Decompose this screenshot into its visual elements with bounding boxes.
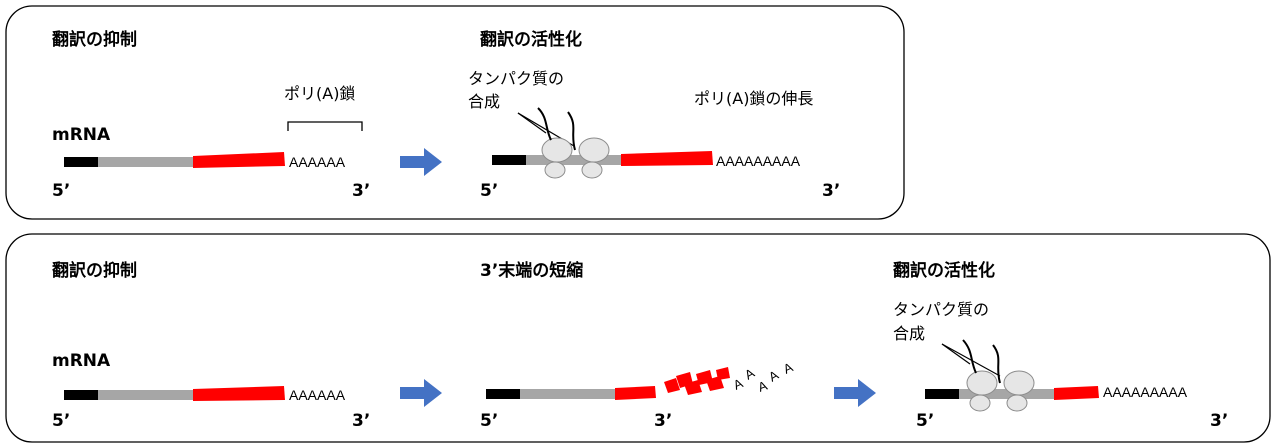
polya-tail: AAAAAA bbox=[289, 154, 346, 170]
mrna-utr bbox=[98, 390, 194, 400]
loose-adenine: A bbox=[781, 359, 795, 376]
degraded-fragment bbox=[684, 380, 702, 395]
three-prime-label: 3’ bbox=[1210, 411, 1228, 431]
degraded-fragment bbox=[664, 378, 680, 393]
bottom-left-title: 翻訳の抑制 bbox=[52, 260, 137, 281]
mrna-orf bbox=[193, 386, 285, 401]
top-panel bbox=[5, 5, 905, 220]
polya-tail-long: AAAAAAAAA bbox=[1103, 384, 1188, 400]
mrna-utr bbox=[98, 157, 194, 167]
mrna-orf bbox=[1054, 386, 1099, 400]
ribosome-small-subunit bbox=[1006, 394, 1028, 412]
protein-synthesis-label-2: 合成 bbox=[468, 92, 500, 111]
bottom-middle-title: 3’末端の短縮 bbox=[480, 260, 583, 281]
loose-adenine: A bbox=[731, 375, 745, 392]
mrna-cap bbox=[492, 155, 526, 165]
ribosome-small-subunit bbox=[581, 161, 603, 179]
polya-tail: AAAAAA bbox=[289, 387, 346, 403]
bottom-panel bbox=[5, 233, 1271, 443]
three-prime-label: 3’ bbox=[352, 411, 370, 431]
mrna-orf bbox=[621, 151, 713, 166]
ribosome-large-subunit bbox=[541, 137, 573, 163]
loose-adenine: A bbox=[766, 367, 781, 384]
five-prime-label: 5’ bbox=[480, 411, 498, 431]
ribosome-large-subunit bbox=[966, 370, 998, 396]
nascent-peptide bbox=[962, 339, 977, 374]
mrna-cap bbox=[925, 389, 959, 399]
ribosome-small-subunit bbox=[969, 394, 991, 412]
five-prime-label: 5’ bbox=[52, 411, 70, 431]
top-left-mrna-label: mRNA bbox=[52, 125, 111, 145]
protein-synthesis-label-2: 合成 bbox=[893, 324, 925, 343]
mrna-cap bbox=[64, 390, 98, 400]
nascent-peptide bbox=[537, 107, 552, 141]
nascent-peptide bbox=[992, 344, 1001, 384]
process-arrow bbox=[400, 379, 442, 407]
three-prime-label: 3’ bbox=[822, 181, 840, 201]
bottom-right-title: 翻訳の活性化 bbox=[893, 260, 995, 281]
polya-bracket bbox=[287, 121, 363, 131]
top-right-title: 翻訳の活性化 bbox=[480, 29, 582, 50]
mrna-utr bbox=[520, 389, 616, 399]
polya-elongation-label: ポリ(A)鎖の伸長 bbox=[694, 89, 813, 108]
three-prime-label: 3’ bbox=[352, 181, 370, 201]
protein-synthesis-label: タンパク質の bbox=[893, 300, 989, 319]
mrna-utr bbox=[526, 155, 622, 165]
loose-adenine: A bbox=[756, 378, 770, 395]
nascent-peptide bbox=[567, 111, 576, 151]
protein-synthesis-label: タンパク質の bbox=[468, 69, 564, 88]
loose-adenine: A bbox=[742, 365, 757, 382]
mrna-orf bbox=[193, 152, 285, 168]
ribosome-small-subunit bbox=[544, 161, 566, 179]
mrna-cap bbox=[64, 157, 98, 167]
top-left-title: 翻訳の抑制 bbox=[52, 29, 137, 50]
process-arrow bbox=[834, 379, 876, 407]
mrna-utr bbox=[959, 389, 1055, 399]
five-prime-label: 5’ bbox=[480, 181, 498, 201]
mrna-orf bbox=[615, 386, 656, 400]
polya-tail-long: AAAAAAAAA bbox=[716, 153, 801, 169]
ribosome-large-subunit bbox=[578, 137, 610, 163]
mrna-cap bbox=[486, 389, 520, 399]
five-prime-label: 5’ bbox=[916, 411, 934, 431]
five-prime-label: 5’ bbox=[52, 181, 70, 201]
bottom-left-mrna-label: mRNA bbox=[52, 351, 111, 371]
pointer-line bbox=[941, 343, 971, 365]
ribosome-large-subunit bbox=[1003, 370, 1035, 396]
degraded-fragment bbox=[716, 367, 730, 380]
process-arrow bbox=[400, 148, 442, 176]
top-left-polya-label: ポリ(A)鎖 bbox=[284, 84, 355, 103]
three-prime-label: 3’ bbox=[654, 411, 672, 431]
